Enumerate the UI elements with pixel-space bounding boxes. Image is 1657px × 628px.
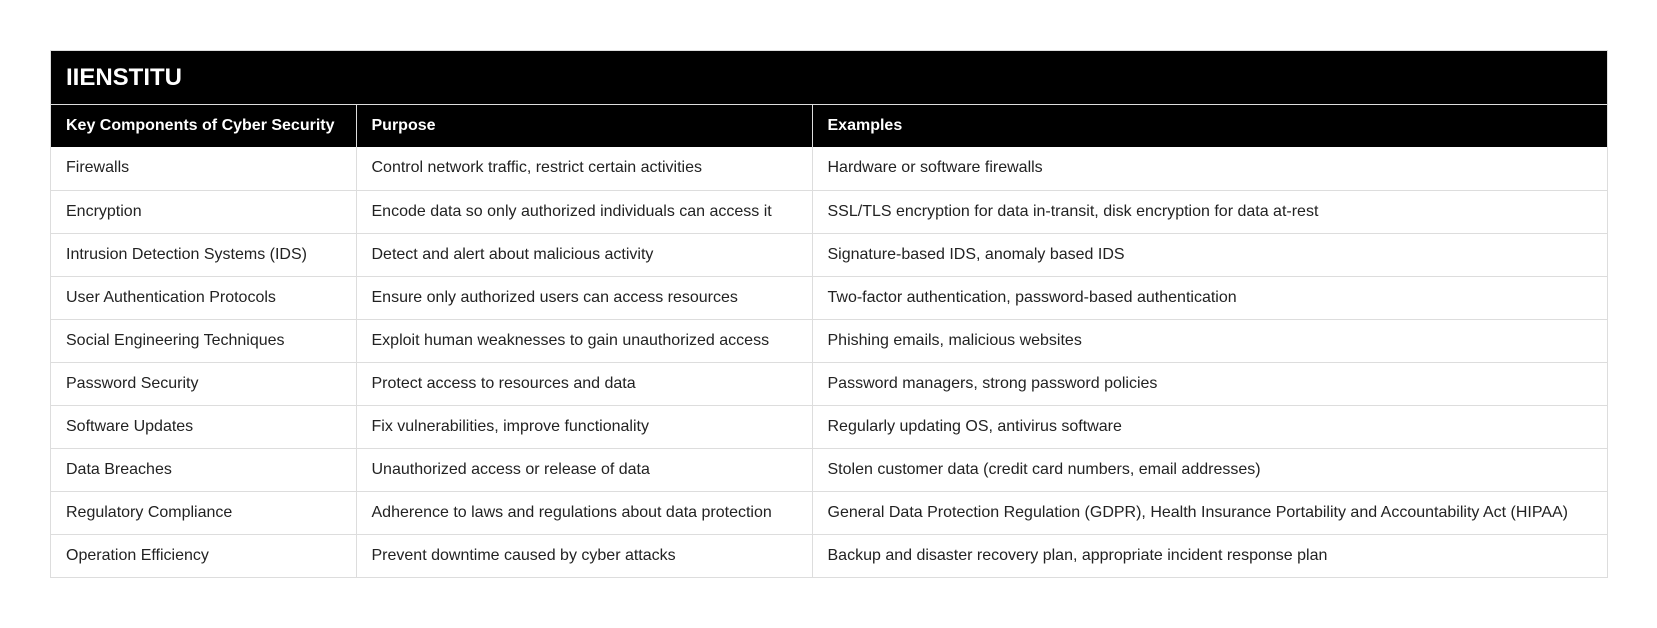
component-cell: Password Security bbox=[51, 361, 356, 405]
purpose-cell: Prevent downtime caused by cyber attacks bbox=[355, 533, 812, 577]
purpose-cell: Encode data so only authorized individua… bbox=[355, 189, 812, 233]
data-table: Key Components of Cyber Security Purpose… bbox=[51, 105, 1607, 577]
examples-cell: Two-factor authentication, password-base… bbox=[811, 275, 1607, 319]
purpose-cell: Detect and alert about malicious activit… bbox=[355, 232, 812, 276]
column-header-components: Key Components of Cyber Security bbox=[51, 105, 356, 147]
table-row: Firewalls Control network traffic, restr… bbox=[51, 147, 1607, 190]
column-header-purpose: Purpose bbox=[355, 105, 812, 147]
purpose-cell: Unauthorized access or release of data bbox=[355, 447, 812, 491]
examples-cell: Hardware or software firewalls bbox=[811, 147, 1607, 190]
examples-cell: General Data Protection Regulation (GDPR… bbox=[811, 490, 1607, 534]
table-row: Data Breaches Unauthorized access or rel… bbox=[51, 447, 1607, 491]
purpose-cell: Protect access to resources and data bbox=[355, 361, 812, 405]
header-row: Key Components of Cyber Security Purpose… bbox=[51, 105, 1607, 147]
examples-cell: Backup and disaster recovery plan, appro… bbox=[811, 533, 1607, 577]
examples-cell: Password managers, strong password polic… bbox=[811, 361, 1607, 405]
cyber-security-table: IIENSTITU Key Components of Cyber Securi… bbox=[50, 50, 1608, 578]
column-header-examples: Examples bbox=[811, 105, 1607, 147]
component-cell: Data Breaches bbox=[51, 447, 356, 491]
table-title: IIENSTITU bbox=[51, 51, 1607, 105]
component-cell: User Authentication Protocols bbox=[51, 275, 356, 319]
examples-cell: Phishing emails, malicious websites bbox=[811, 318, 1607, 362]
component-cell: Firewalls bbox=[66, 159, 130, 177]
examples-cell: Signature-based IDS, anomaly based IDS bbox=[811, 232, 1607, 276]
table-row: Intrusion Detection Systems (IDS) Detect… bbox=[51, 232, 1607, 276]
table-row: Software Updates Fix vulnerabilities, im… bbox=[51, 404, 1607, 448]
table-row: Operation Efficiency Prevent downtime ca… bbox=[51, 533, 1607, 577]
component-cell: Software Updates bbox=[51, 404, 356, 448]
purpose-cell: Exploit human weaknesses to gain unautho… bbox=[355, 318, 812, 362]
examples-cell: SSL/TLS encryption for data in-transit, … bbox=[811, 189, 1607, 233]
component-cell: Regulatory Compliance bbox=[51, 490, 356, 534]
examples-cell: Stolen customer data (credit card number… bbox=[811, 447, 1607, 491]
component-cell: Intrusion Detection Systems (IDS) bbox=[51, 232, 356, 276]
purpose-cell: Adherence to laws and regulations about … bbox=[355, 490, 812, 534]
examples-cell: Regularly updating OS, antivirus softwar… bbox=[811, 404, 1607, 448]
table-row: Encryption Encode data so only authorize… bbox=[51, 189, 1607, 233]
component-cell: Operation Efficiency bbox=[51, 533, 356, 577]
purpose-cell: Control network traffic, restrict certai… bbox=[355, 147, 812, 190]
component-cell: Encryption bbox=[51, 189, 356, 233]
table-row: User Authentication Protocols Ensure onl… bbox=[51, 275, 1607, 319]
table-row: Social Engineering Techniques Exploit hu… bbox=[51, 318, 1607, 362]
table-row: Regulatory Compliance Adherence to laws … bbox=[51, 490, 1607, 534]
purpose-cell: Fix vulnerabilities, improve functionali… bbox=[355, 404, 812, 448]
component-cell: Social Engineering Techniques bbox=[51, 318, 356, 362]
purpose-cell: Ensure only authorized users can access … bbox=[355, 275, 812, 319]
table-row: Password Security Protect access to reso… bbox=[51, 361, 1607, 405]
